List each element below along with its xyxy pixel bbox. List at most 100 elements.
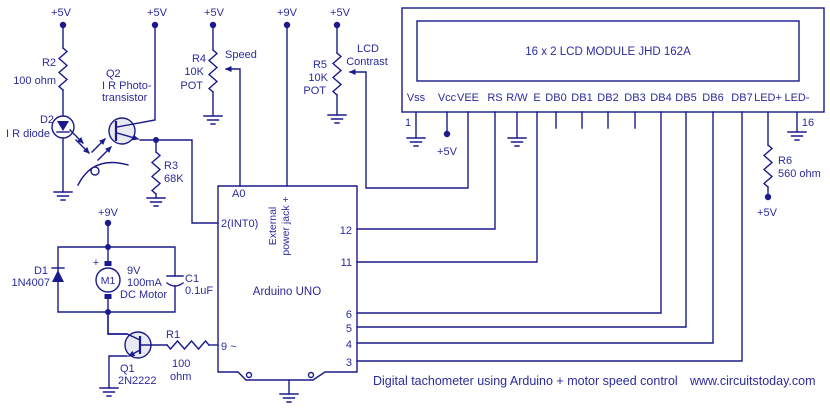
pot-r5-track xyxy=(331,52,343,96)
lcd-pin-label-vss: Vss xyxy=(407,92,426,104)
arduino-pin-5: 5 xyxy=(346,323,352,335)
label-d1-value: 1N4007 xyxy=(11,277,50,289)
ir-ray-arrow xyxy=(75,139,90,154)
lcd-pin-label-db4: DB4 xyxy=(650,92,671,104)
motor-driver-section: +9V D1 1N4007 M1 + 9V 100mA DC Motor C1 … xyxy=(11,207,219,397)
capacitor-c1-curved-plate xyxy=(166,282,184,287)
transistor-q1-emitter xyxy=(128,349,141,357)
speed-pot: +5V R4 10K POT Speed xyxy=(180,7,257,187)
arduino-pin-9: 9 ~ xyxy=(221,341,237,353)
lcd-pin-label-db3: DB3 xyxy=(624,92,645,104)
motor-terminal xyxy=(104,261,112,266)
label-r2: R2 xyxy=(42,57,56,69)
arduino-pin-3: 3 xyxy=(346,357,352,369)
arduino-label: Arduino UNO xyxy=(253,286,321,298)
rotating-wheel xyxy=(77,138,129,186)
junction-dot xyxy=(105,244,111,250)
diode-d2-triangle xyxy=(57,121,69,131)
label-m1-value3: DC Motor xyxy=(120,289,167,301)
ground-icon xyxy=(327,114,347,124)
supply-label-5v: +5V xyxy=(437,146,458,158)
ground-icon xyxy=(787,131,807,141)
label-r1-value1: 100 xyxy=(172,358,190,370)
ground-icon xyxy=(146,197,166,207)
label-r3: R3 xyxy=(164,160,178,172)
ground-icon xyxy=(406,137,426,147)
transistor-q2-emitter xyxy=(116,132,139,141)
label-r6-value: 560 ohm xyxy=(778,168,821,180)
label-r5-value1: 10K xyxy=(308,72,328,84)
label-q1: Q1 xyxy=(120,363,135,375)
lcd-outer-box xyxy=(401,7,825,113)
supply-dot xyxy=(443,130,451,138)
lcd-pin-label-db6: DB6 xyxy=(702,92,723,104)
lcd-title: 16 x 2 LCD MODULE JHD 162A xyxy=(525,46,691,58)
ground-icon xyxy=(507,137,527,147)
resistor-r6 xyxy=(762,144,774,188)
supply-label-5v: +5V xyxy=(330,7,351,19)
power-9v-rail: +9V xyxy=(277,7,298,187)
motor-terminal xyxy=(104,294,112,299)
supply-dot xyxy=(764,193,772,201)
lcd-pin-label-db1: DB1 xyxy=(571,92,592,104)
pot-r5-wiper-to-vee xyxy=(349,69,469,189)
transistor-q1-collector-inner xyxy=(107,311,141,341)
caption-site: www.circuitstoday.com xyxy=(689,374,816,388)
label-r6: R6 xyxy=(778,155,792,167)
ground-icon xyxy=(279,393,299,403)
arduino-pin-int0: 2(INT0) xyxy=(221,218,258,230)
label-r2-value: 100 ohm xyxy=(13,75,56,87)
wheel-slot xyxy=(90,166,100,176)
transistor-q2-collector xyxy=(116,24,156,128)
label-r5-tag2: Contrast xyxy=(346,56,388,68)
supply-label-9v: +9V xyxy=(98,207,119,219)
arduino-hole xyxy=(245,371,253,379)
label-r4: R4 xyxy=(192,53,206,65)
lcd-pin-number-first: 1 xyxy=(405,117,411,129)
lcd-pin-label-db5: DB5 xyxy=(675,92,696,104)
supply-dot xyxy=(104,219,112,227)
ground-icon xyxy=(53,191,73,201)
wire-to-int0 xyxy=(139,139,219,224)
arduino-pin-a0: A0 xyxy=(232,188,245,200)
motor-m1-body xyxy=(95,267,121,293)
caption-row: Digital tachometer using Arduino + motor… xyxy=(373,374,816,388)
resistor-r2 xyxy=(57,47,69,91)
wheel-arc xyxy=(77,161,129,186)
arduino-jack-label-2: power jack + xyxy=(280,196,292,255)
ir-ray-arrow xyxy=(69,129,84,144)
label-r5: R5 xyxy=(313,59,327,71)
arduino-pin-11: 11 xyxy=(341,257,352,269)
resistor-r3 xyxy=(150,151,162,195)
arduino-pin-12: 12 xyxy=(340,225,352,237)
arduino-pin-6: 6 xyxy=(346,309,352,321)
lcd-screen-box xyxy=(416,20,800,82)
arduino-jack-label-1: External xyxy=(267,207,279,246)
arduino-hole xyxy=(307,371,315,379)
lcd-pin-label-vee: VEE xyxy=(457,92,479,104)
label-d2-value: I R diode xyxy=(6,128,50,140)
arduino-outline xyxy=(217,185,358,381)
label-c1-value: 0.1uF xyxy=(185,285,213,297)
caption-title: Digital tachometer using Arduino + motor… xyxy=(373,374,678,388)
ir-sensor-branch: +5V Q2 I R Photo- transistor R3 68K xyxy=(102,7,219,224)
lcd-pin-number-last: 16 xyxy=(802,117,814,129)
label-r4-tag: Speed xyxy=(225,49,257,61)
lcd-pin-label-ledm: LED- xyxy=(784,92,809,104)
wire-db5-to-pin5 xyxy=(356,111,687,328)
transistor-q2-body xyxy=(108,117,136,145)
lcd-module: 16 x 2 LCD MODULE JHD 162A Vss Vcc VEE R… xyxy=(356,7,825,362)
lcd-pin-label-db2: DB2 xyxy=(597,92,618,104)
label-q2-desc1: I R Photo- xyxy=(102,80,152,92)
contrast-pot: +5V R5 10K POT LCD Contrast xyxy=(303,7,469,189)
ir-ray-arrow xyxy=(97,146,112,161)
supply-label-5v: +5V xyxy=(757,207,778,219)
diode-d1-triangle xyxy=(52,270,64,282)
supply-label-5v: +5V xyxy=(147,7,168,19)
arduino-pin-4: 4 xyxy=(346,339,352,351)
supply-label-5v: +5V xyxy=(204,7,225,19)
wire-e-to-pin11 xyxy=(356,111,538,263)
label-r1: R1 xyxy=(166,329,180,341)
